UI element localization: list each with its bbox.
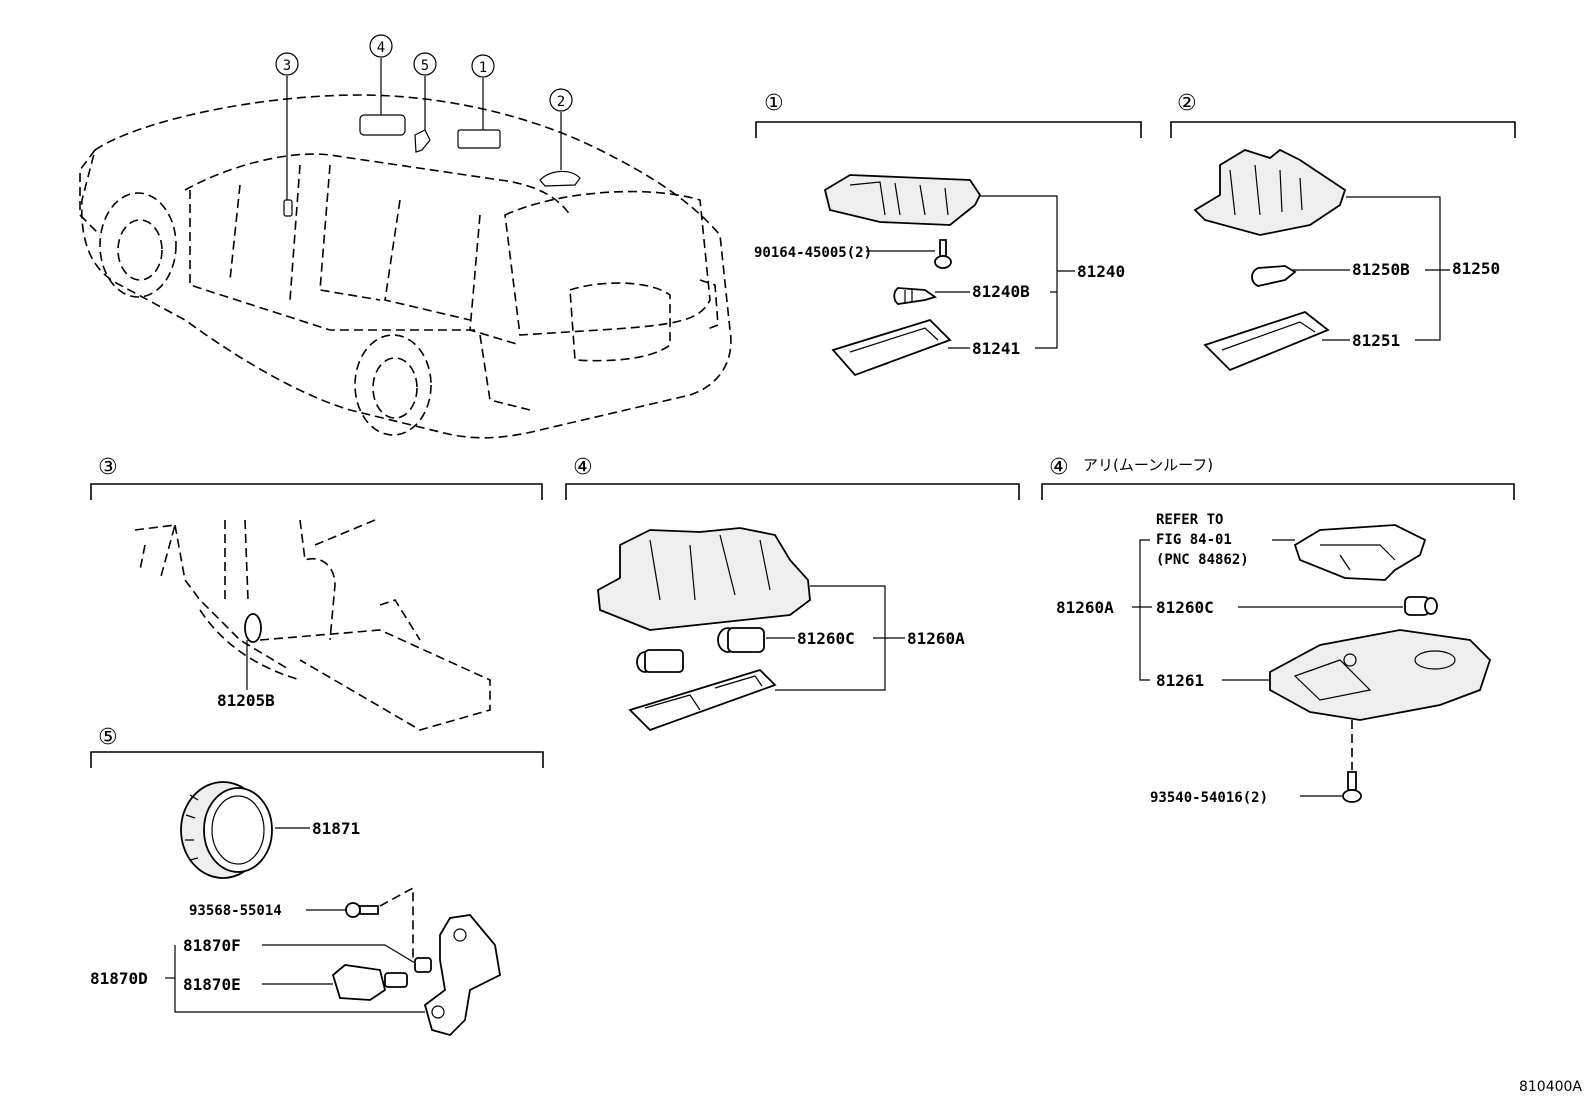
- section-3-callout: ③: [98, 455, 118, 480]
- section-4-callout: ④: [573, 455, 593, 480]
- part-81261[interactable]: 81261: [1156, 671, 1204, 690]
- part-81260C-mid[interactable]: 81260C: [797, 629, 855, 648]
- plunger-81870E: [331, 964, 408, 1001]
- pin-81870F: [414, 957, 432, 973]
- part-81870F[interactable]: 81870F: [183, 936, 241, 955]
- part-81205B[interactable]: 81205B: [217, 691, 275, 710]
- part-81871[interactable]: 81871: [312, 819, 360, 838]
- part-81260A-mid[interactable]: 81260A: [907, 629, 965, 648]
- lamp-housing-81260A: [597, 527, 811, 631]
- lens-81260: [628, 668, 777, 732]
- section-4-moonroof: ④ アリ(ムーンルーフ) REFER TO FIG 84-01 (P: [1041, 455, 1515, 806]
- overview-callout-3: 3: [283, 58, 291, 74]
- overview-callout-2: 2: [557, 94, 565, 110]
- section-2: ② 81250B 81250 81251: [1170, 91, 1516, 372]
- part-81251[interactable]: 81251: [1352, 331, 1400, 350]
- part-81240B[interactable]: 81240B: [972, 282, 1030, 301]
- section-4-standard: ④ 81260C 81260A: [565, 455, 1020, 732]
- part-81250[interactable]: 81250: [1452, 259, 1500, 278]
- part-81870D[interactable]: 81870D: [90, 969, 148, 988]
- overview-callout-1: 1: [479, 60, 487, 76]
- screw-90164: [934, 239, 952, 269]
- bulb-81260C-a: [717, 627, 765, 653]
- lens-81241: [831, 318, 952, 377]
- footwell-sketch: [134, 519, 491, 731]
- part-81250B[interactable]: 81250B: [1352, 260, 1410, 279]
- lens-81251: [1203, 310, 1330, 372]
- overview-callout-4: 4: [377, 40, 385, 56]
- section-1: ① 90164-45005(2) 81240B 81241 81240: [754, 91, 1142, 377]
- section-4-moonroof-callout: ④: [1049, 455, 1069, 480]
- part-93568-55014[interactable]: 93568-55014: [189, 903, 282, 919]
- ring-81871: [180, 781, 273, 879]
- refer-line-3: (PNC 84862): [1156, 552, 1249, 568]
- bulb-81240B: [893, 287, 938, 305]
- switch-81870: [423, 914, 501, 1037]
- dome-lamp-housing-81240: [823, 174, 982, 226]
- section-2-callout: ②: [1177, 91, 1197, 116]
- part-81241[interactable]: 81241: [972, 339, 1020, 358]
- screw-93568: [345, 902, 379, 918]
- section-3: ③ 81205B: [90, 455, 543, 731]
- lamp-housing-81250: [1193, 148, 1347, 236]
- section-5-callout: ⑤: [98, 725, 118, 750]
- part-81260C-right[interactable]: 81260C: [1156, 598, 1214, 617]
- part-81260A-right[interactable]: 81260A: [1056, 598, 1114, 617]
- overview-callout-5: 5: [421, 58, 429, 74]
- part-93540-54016[interactable]: 93540-54016(2): [1150, 790, 1268, 806]
- section-1-callout: ①: [764, 91, 784, 116]
- bulb-81260C-b: [636, 649, 684, 673]
- vehicle-overview: 3 4 5 1 2: [79, 34, 732, 439]
- part-81240[interactable]: 81240: [1077, 262, 1125, 281]
- section-4-moonroof-note: アリ(ムーンルーフ): [1083, 456, 1213, 474]
- screw-93540: [1342, 771, 1362, 803]
- part-81870E[interactable]: 81870E: [183, 975, 241, 994]
- bracket-84862: [1293, 524, 1427, 581]
- section-5: ⑤ 81871 93568: [90, 725, 544, 1037]
- bulb-81260C-right: [1404, 596, 1438, 616]
- bulb-81250B: [1251, 265, 1297, 287]
- part-90164-45005[interactable]: 90164-45005(2): [754, 245, 872, 261]
- diagram-id: 810400A: [1519, 1079, 1582, 1095]
- refer-line-1: REFER TO: [1156, 512, 1223, 528]
- refer-line-2[interactable]: FIG 84-01: [1156, 532, 1232, 548]
- lamp-cover-81261: [1269, 629, 1492, 721]
